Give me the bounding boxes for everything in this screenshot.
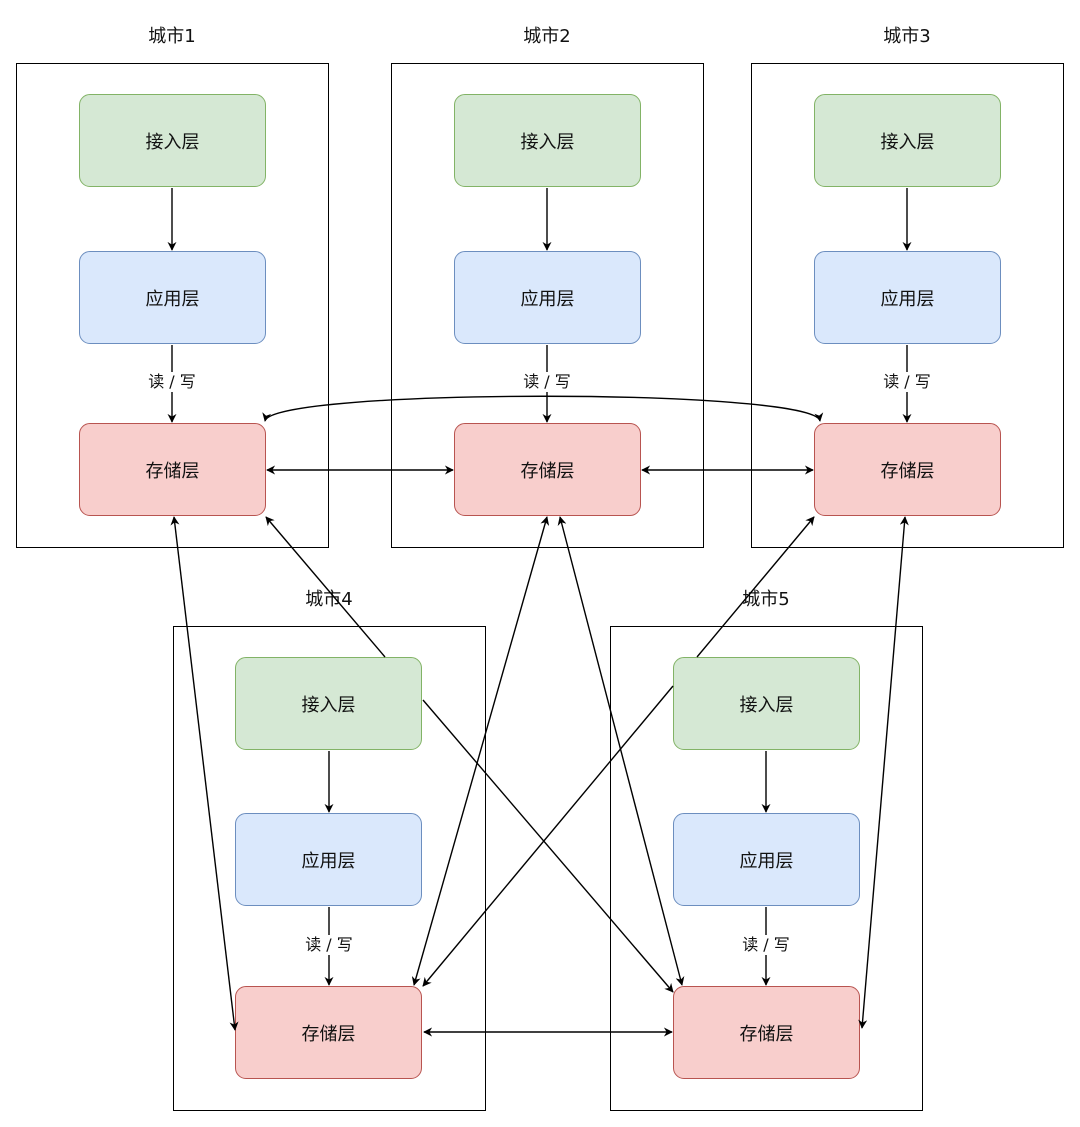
city-2-storage-layer[interactable]: 存储层 xyxy=(454,423,641,516)
city-3-rw-label: 读 / 写 xyxy=(881,372,933,392)
city-1-title: 城市1 xyxy=(148,26,196,47)
city-2-rw-label: 读 / 写 xyxy=(521,372,573,392)
city-1-access-layer[interactable]: 接入层 xyxy=(79,94,266,187)
city-5-app-layer[interactable]: 应用层 xyxy=(673,813,860,906)
city-4-rw-label: 读 / 写 xyxy=(303,935,355,955)
storage-2-4-edge xyxy=(411,516,550,986)
city-4-storage-layer[interactable]: 存储层 xyxy=(235,986,422,1079)
city-4-app-layer[interactable]: 应用层 xyxy=(235,813,422,906)
city-4-access-to-storage-1-edge xyxy=(265,516,386,658)
city-5-storage-layer[interactable]: 存储层 xyxy=(673,986,860,1079)
city-1-rw-label: 读 / 写 xyxy=(146,372,198,392)
city-2-app-layer[interactable]: 应用层 xyxy=(454,251,641,344)
city-4-access-to-storage-5-edge xyxy=(422,699,674,993)
city-3-title: 城市3 xyxy=(883,26,931,47)
city-5-access-to-storage-3-edge xyxy=(696,516,815,658)
city-2-title: 城市2 xyxy=(523,26,571,47)
city-5-access-to-storage-4-edge xyxy=(422,685,674,987)
city-2-access-layer[interactable]: 接入层 xyxy=(454,94,641,187)
storage-2-5-edge xyxy=(557,516,685,986)
city-5-rw-label: 读 / 写 xyxy=(740,935,792,955)
city-3-storage-layer[interactable]: 存储层 xyxy=(814,423,1001,516)
storage-1-4-edge xyxy=(170,516,239,1031)
city-5-access-layer[interactable]: 接入层 xyxy=(673,657,860,750)
city-1-app-layer[interactable]: 应用层 xyxy=(79,251,266,344)
city-3-access-layer[interactable]: 接入层 xyxy=(814,94,1001,187)
storage-3-5-edge xyxy=(858,516,909,1029)
city-3-app-layer[interactable]: 应用层 xyxy=(814,251,1001,344)
city-1-storage-layer[interactable]: 存储层 xyxy=(79,423,266,516)
city-5-title: 城市5 xyxy=(742,589,790,610)
storage-1-3-edge xyxy=(262,395,824,422)
